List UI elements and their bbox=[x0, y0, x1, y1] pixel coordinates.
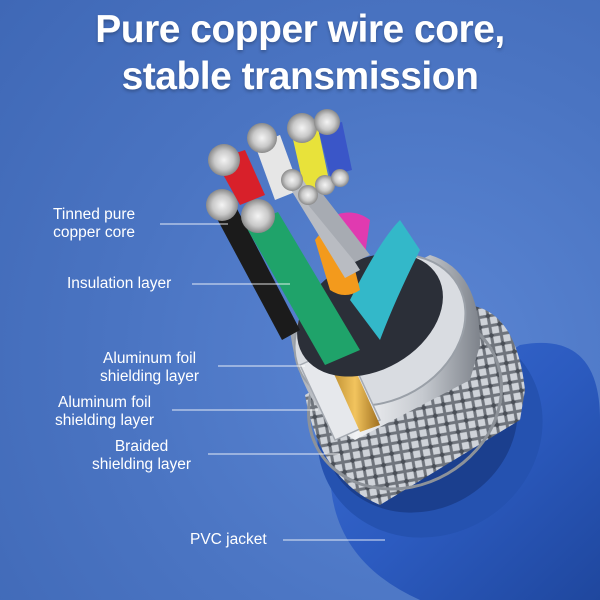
label-pvc-jacket: PVC jacket bbox=[190, 531, 267, 548]
wire-yellow-end bbox=[287, 113, 317, 143]
bare-strands bbox=[281, 169, 370, 278]
label-aluminum-foil-1: Aluminum foil shielding layer bbox=[100, 350, 200, 385]
wire-black-end bbox=[206, 189, 238, 221]
label-aluminum-foil-2: Aluminum foil shielding layer bbox=[55, 394, 155, 429]
wire-red-end bbox=[208, 144, 240, 176]
wire-green-end bbox=[241, 199, 275, 233]
page-title: Pure copper wire core, stable transmissi… bbox=[0, 6, 600, 100]
wire-cyan bbox=[350, 220, 420, 340]
leader-lines bbox=[160, 223, 385, 541]
wire-blue-end bbox=[314, 109, 340, 135]
title-line-1: Pure copper wire core, bbox=[95, 8, 505, 51]
label-braided-shield: Braided shielding layer bbox=[92, 438, 192, 473]
wire-white-end bbox=[247, 123, 277, 153]
wire-black bbox=[215, 205, 300, 340]
label-insulation-layer: Insulation layer bbox=[67, 275, 172, 292]
label-tinned-copper-core: Tinned pure copper core bbox=[53, 206, 136, 241]
wire-green bbox=[245, 212, 360, 365]
title-line-2: stable transmission bbox=[121, 55, 479, 98]
wire-blue bbox=[318, 122, 352, 176]
